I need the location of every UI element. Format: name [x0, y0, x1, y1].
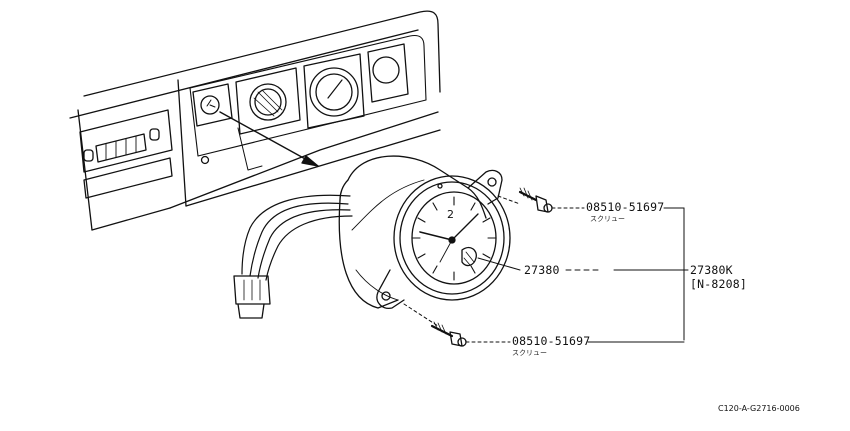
clock-assembly [233, 155, 511, 319]
wire-connector [233, 275, 271, 319]
callout-screw-bottom: 08510-51697 [512, 334, 591, 348]
dial-numeral: 2 [447, 208, 454, 221]
drawing-reference: C120-A-G2716-0006 [718, 404, 800, 413]
dash-clock-icon [200, 95, 220, 115]
screw-top-icon [518, 187, 553, 213]
callout-assembly: 27380K [690, 263, 733, 277]
dashboard-panel [69, 10, 441, 231]
callout-screw-top: 08510-51697 [586, 200, 665, 214]
callout-clock: 27380 [524, 263, 560, 277]
screw-bottom-icon [430, 321, 467, 347]
location-arrow [219, 111, 319, 167]
leader-lines [403, 195, 689, 343]
callout-screw-top-name: スクリュー [590, 215, 625, 223]
callout-screw-bottom-name: スクリュー [512, 349, 547, 357]
callout-assembly-code: [N-8208] [690, 277, 747, 291]
